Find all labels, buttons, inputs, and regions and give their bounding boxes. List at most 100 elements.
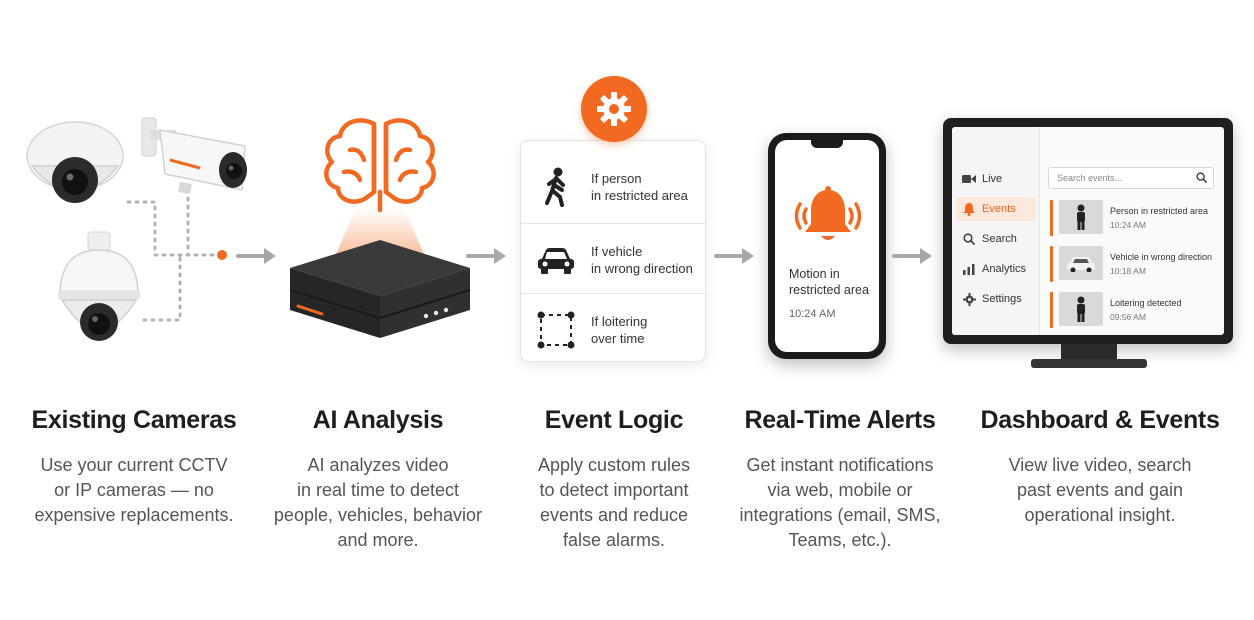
rule-text: If vehicle in wrong direction — [591, 243, 701, 277]
event-thumbnail — [1059, 246, 1103, 280]
step-title-cameras: Existing Cameras — [31, 406, 237, 434]
dashboard-sidebar: Live Events Search — [952, 127, 1040, 335]
phone-device: Motion in restricted area 10:24 AM — [768, 133, 886, 359]
analytics-icon — [956, 263, 982, 275]
event-thumbnail — [1059, 200, 1103, 234]
step-desc-ai: AI analyzes video in real time to detect… — [253, 453, 503, 553]
sidebar-item-settings[interactable]: Settings — [956, 287, 1036, 311]
brain-icon — [324, 118, 436, 213]
flow-arrow — [714, 248, 754, 264]
alert-time: 10:24 AM — [789, 308, 836, 320]
event-list-item[interactable]: Loitering detected 09:56 AM — [1050, 290, 1220, 330]
event-time: 09:56 AM — [1110, 312, 1146, 322]
step-title-dashboard: Dashboard & Events — [980, 406, 1220, 434]
sidebar-item-label: Events — [982, 203, 1016, 215]
flow-arrow — [236, 248, 276, 264]
desc-line: integrations (email, SMS, — [739, 505, 941, 525]
desc-line: Teams, etc.). — [788, 530, 892, 550]
step-title-alerts: Real-Time Alerts — [744, 406, 936, 434]
sidebar-item-analytics[interactable]: Analytics — [956, 257, 1036, 281]
event-time: 10:24 AM — [1110, 220, 1146, 230]
desc-line: and more. — [337, 530, 419, 550]
sidebar-item-events[interactable]: Events — [956, 197, 1036, 221]
desc-line: via web, mobile or — [767, 480, 913, 500]
cameras-illustration — [26, 117, 247, 341]
bell-icon — [794, 186, 862, 240]
phone-screen: Motion in restricted area 10:24 AM — [775, 140, 879, 352]
rule-line: If loitering — [591, 313, 648, 329]
event-title: Vehicle in wrong direction — [1110, 252, 1213, 262]
desc-line: expensive replacements. — [34, 505, 234, 525]
event-thumbnail — [1059, 292, 1103, 326]
loiter-zone-icon — [521, 310, 591, 350]
alert-line: restricted area — [789, 283, 869, 297]
rule-line: over time — [591, 330, 645, 346]
phone-notch — [811, 140, 843, 148]
event-list-item[interactable]: Vehicle in wrong direction 10:18 AM — [1050, 244, 1220, 284]
flow-arrow — [466, 248, 506, 264]
rule-row-vehicle[interactable]: If vehicle in wrong direction — [521, 223, 707, 295]
video-icon — [956, 174, 982, 184]
event-search-input[interactable]: Search events... — [1048, 167, 1214, 189]
rules-card: If person in restricted area If vehicle … — [520, 140, 707, 365]
rule-line: If vehicle — [591, 243, 643, 259]
event-marker — [1050, 200, 1053, 236]
desc-line: events and reduce — [539, 505, 689, 525]
search-placeholder: Search events... — [1057, 173, 1123, 183]
status-led-strip — [296, 304, 324, 316]
person-walking-icon — [521, 167, 591, 207]
alert-line: Motion in — [789, 267, 840, 281]
rule-text: If loitering over time — [591, 313, 701, 347]
bell-icon — [956, 202, 982, 216]
desc-line: Apply custom rules — [537, 455, 691, 475]
ptz-camera-icon — [58, 231, 140, 341]
rule-row-person[interactable]: If person in restricted area — [521, 151, 707, 223]
dome-camera-icon — [26, 121, 124, 203]
sidebar-item-label: Search — [982, 233, 1017, 245]
step-desc-alerts: Get instant notifications via web, mobil… — [715, 453, 965, 553]
step-desc-cameras: Use your current CCTV or IP cameras — no… — [9, 453, 259, 528]
event-marker — [1050, 246, 1053, 282]
rule-row-loitering[interactable]: If loitering over time — [521, 293, 707, 365]
person-icon — [1077, 204, 1085, 230]
camera-connector-lines — [126, 188, 222, 322]
sidebar-item-label: Live — [982, 173, 1003, 185]
step-desc-logic: Apply custom rules to detect important e… — [489, 453, 739, 553]
ai-device-illustration — [289, 118, 471, 338]
rule-line: in restricted area — [591, 188, 688, 203]
sidebar-item-live[interactable]: Live — [956, 167, 1036, 191]
search-icon[interactable] — [1196, 172, 1207, 183]
rule-line: in wrong direction — [591, 260, 693, 276]
gear-icon — [956, 292, 982, 306]
event-list-item[interactable]: Person in restricted area 10:24 AM — [1050, 198, 1220, 238]
desc-line: past events and gain — [1016, 480, 1184, 500]
dashboard-screen: Live Events Search — [952, 127, 1224, 335]
gear-icon — [581, 76, 647, 142]
desc-line: to detect important — [539, 480, 689, 500]
flow-arrow — [892, 248, 932, 264]
rule-line: If person — [591, 171, 642, 186]
event-title: Loitering detected — [1110, 298, 1182, 308]
step-title-ai: AI Analysis — [312, 406, 444, 434]
rule-text: If person in restricted area — [591, 170, 701, 204]
sidebar-item-search[interactable]: Search — [956, 227, 1036, 251]
sidebar-item-label: Analytics — [982, 263, 1027, 275]
person-icon — [1077, 296, 1085, 322]
desc-line: in real time to detect — [296, 480, 460, 500]
event-time: 10:18 AM — [1110, 266, 1146, 276]
desc-line: Get instant notifications — [746, 455, 934, 475]
desc-line: false alarms. — [562, 530, 666, 550]
alert-message[interactable]: Motion in restricted area — [789, 266, 879, 298]
sidebar-item-label: Settings — [982, 293, 1022, 305]
step-title-logic: Event Logic — [544, 406, 684, 434]
desc-line: operational insight. — [1024, 505, 1176, 525]
monitor-device: Live Events Search — [943, 118, 1233, 344]
search-icon — [956, 233, 982, 245]
monitor-stand-base — [1031, 359, 1147, 368]
desc-line: AI analyzes video — [307, 455, 449, 475]
car-icon — [1067, 257, 1095, 272]
desc-line: Use your current CCTV — [40, 455, 228, 475]
monitor-stand-neck — [1061, 344, 1117, 360]
bullet-camera-icon — [141, 117, 247, 194]
desc-line: View live video, search — [1008, 455, 1192, 475]
